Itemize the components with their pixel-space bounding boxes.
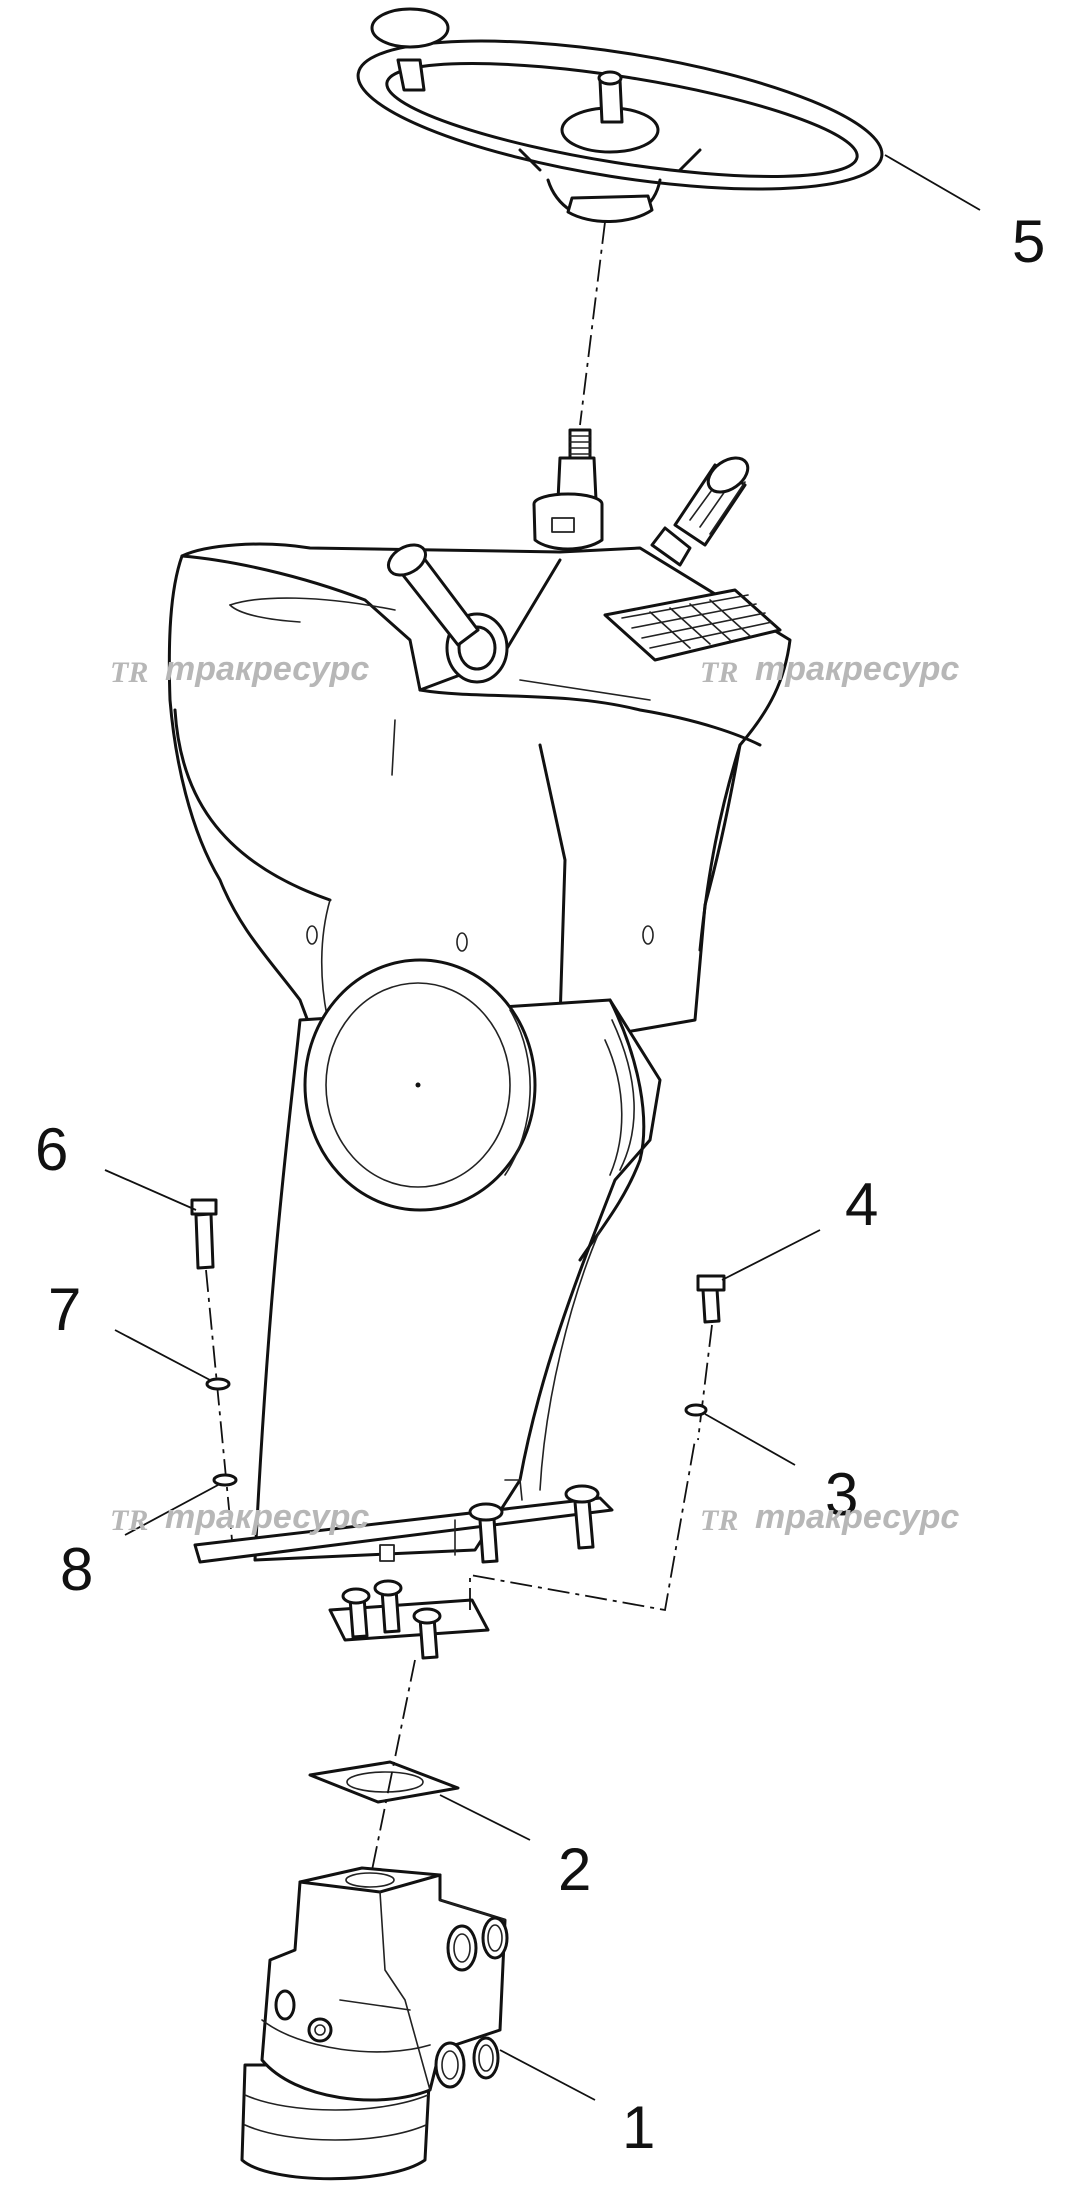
plate-bolts (468, 1484, 600, 1564)
watermark-text: тракресурс (755, 650, 959, 688)
steering-wheel (356, 7, 884, 223)
dashboard-housing (167, 542, 792, 1500)
callout-5: 5 (1012, 208, 1045, 275)
bracket-to-bolt3-line (469, 1439, 696, 1612)
switch-panel (603, 588, 782, 662)
watermark-top-left: TR тракресурс (110, 650, 369, 689)
left-lever (387, 543, 509, 684)
callout-1: 1 (622, 2094, 655, 2161)
leader-line-4 (721, 1229, 821, 1281)
washer-8 (212, 1473, 238, 1487)
bolt-6 (190, 1198, 218, 1270)
hydraulic-steering-unit (240, 1866, 509, 2181)
watermark-top-right: TR тракресурс (700, 650, 959, 689)
callout-6: 6 (35, 1116, 68, 1183)
watermark-logo: TR (110, 656, 148, 689)
bolt-4 (696, 1274, 726, 1324)
mounting-plate (193, 1496, 614, 1564)
column-body (253, 958, 662, 1562)
axis-line-left-stack (205, 1269, 233, 1541)
axis-line-right-stack (697, 1324, 713, 1441)
callout-4: 4 (845, 1171, 878, 1238)
watermark-text: тракресурс (755, 1498, 959, 1536)
leader-line-6 (104, 1169, 197, 1211)
leader-line-5 (884, 154, 981, 211)
washer-3 (684, 1403, 708, 1417)
axis-line-steering (579, 221, 606, 426)
callout-8: 8 (60, 1536, 93, 1603)
watermark-text: тракресурс (165, 1498, 369, 1536)
leader-line-3 (704, 1413, 796, 1466)
leader-line-7 (114, 1329, 211, 1381)
washer-7 (205, 1377, 231, 1391)
watermark-logo: TR (700, 656, 738, 689)
watermark-logo: TR (110, 1504, 148, 1537)
watermark-bottom-left: TR тракресурс (110, 1498, 369, 1537)
lower-bracket (328, 1544, 490, 1660)
watermark-logo: TR (700, 1504, 738, 1537)
callout-7: 7 (48, 1276, 81, 1343)
leader-line-2 (439, 1794, 531, 1841)
right-lever (650, 456, 750, 567)
watermark-text: тракресурс (165, 650, 369, 688)
gasket (308, 1760, 460, 1804)
steering-shaft (532, 428, 604, 551)
callout-3: 3 (825, 1461, 858, 1528)
leader-line-1 (499, 2049, 596, 2101)
callout-2: 2 (558, 1836, 591, 1903)
watermark-bottom-right: TR тракресурс (700, 1498, 959, 1537)
leader-line-8 (124, 1484, 219, 1536)
